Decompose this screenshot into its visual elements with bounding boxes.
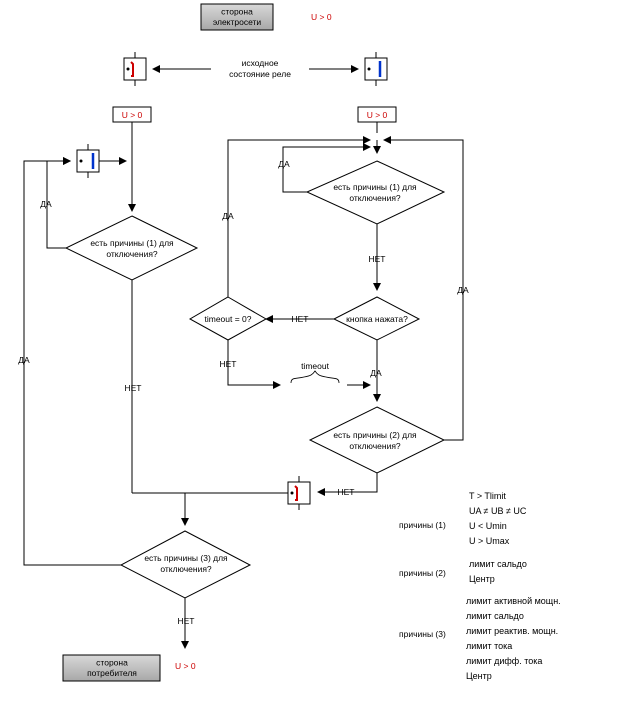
decision-bottom-reasons3: есть причины (3) для отключения?	[119, 530, 252, 599]
legend-r2-item: лимит сальдо	[469, 559, 527, 569]
legend-r3-item: лимит тока	[466, 641, 512, 651]
reasons2-yes-label: ДА	[457, 285, 469, 295]
right-voltage-text: U > 0	[367, 110, 388, 120]
decision-right-reasons2: есть причины (2) для отключения?	[308, 406, 446, 474]
timeout-no-arrow	[227, 340, 281, 389]
decision-left-reasons1: есть причины (1) для отключения?	[64, 215, 199, 281]
left-to-bottom-connector	[132, 492, 189, 526]
button-no-label: НЕТ	[292, 314, 309, 324]
left-voltage-text: U > 0	[122, 110, 143, 120]
right-yes-label: ДА	[278, 159, 290, 169]
legend-r1-item: T > Tlimit	[469, 491, 506, 501]
reasons2-yes-loop	[383, 136, 464, 441]
decision-bottom-line2: отключения?	[160, 564, 212, 574]
decision-button-text: кнопка нажата?	[346, 314, 408, 324]
initial-state-line2: состояние реле	[229, 69, 291, 79]
timeout-yes-label: ДА	[222, 211, 234, 221]
decision-right-reasons2-line1: есть причины (2) для	[333, 430, 417, 440]
relay-open-right-icon	[287, 476, 311, 510]
consumer-voltage-label: U > 0	[175, 661, 196, 671]
legend-r1-item: UA ≠ UB ≠ UC	[469, 506, 527, 516]
reasons2-no-arrow	[317, 473, 378, 496]
legend-r3-item: лимит дифф. тока	[466, 656, 542, 666]
decision-right-reasons1: есть причины (1) для отключения?	[305, 160, 446, 225]
legend-r2-label: причины (2)	[399, 568, 446, 578]
decision-left-reasons1-line2: отключения?	[106, 249, 158, 259]
relay-closed-icon	[364, 52, 388, 86]
relay-open-icon	[123, 52, 147, 86]
timeout-delay-text: timeout	[301, 361, 330, 371]
legend-r1-label: причины (1)	[399, 520, 446, 530]
decision-button-pressed: кнопка нажата?	[332, 296, 421, 341]
legend-r1-item: U < Umin	[469, 521, 507, 531]
bottom-yes-label: ДА	[18, 355, 30, 365]
grid-side-line2: электросети	[213, 17, 262, 27]
legend-r3-item: лимит активной мощн.	[466, 596, 561, 606]
consumer-side-line1: сторона	[96, 658, 128, 668]
grid-side-line1: сторона	[221, 7, 253, 17]
consumer-side-box: сторона потребителя	[62, 654, 161, 682]
decision-timeout-text: timeout = 0?	[204, 314, 251, 324]
legend-r3-label: причины (3)	[399, 629, 446, 639]
legend-r3-item: лимит реактив. мощн.	[466, 626, 558, 636]
decision-right-reasons1-line1: есть причины (1) для	[333, 182, 417, 192]
legend-r3-item: лимит сальдо	[466, 611, 524, 621]
grid-voltage-label: U > 0	[311, 12, 332, 22]
timeout-yes-loop	[227, 136, 371, 297]
timeout-no-label: НЕТ	[220, 359, 237, 369]
left-voltage-box: U > 0	[112, 106, 152, 123]
button-yes-label: ДА	[370, 368, 382, 378]
bottom-yes-loop	[23, 157, 121, 566]
decision-timeout: timeout = 0?	[188, 296, 268, 341]
right-yes-loop	[282, 143, 371, 193]
grid-side-box: сторона электросети	[200, 3, 274, 31]
relay-closed-left-icon	[76, 144, 100, 178]
decision-bottom-line1: есть причины (3) для	[144, 553, 228, 563]
legend-r2-item: Центр	[469, 574, 495, 584]
left-yes-label: ДА	[40, 199, 52, 209]
left-no-label: НЕТ	[125, 383, 142, 393]
legend: причины (1) T > Tlimit UA ≠ UB ≠ UC U < …	[399, 491, 561, 681]
right-voltage-box: U > 0	[357, 106, 397, 123]
legend-r1-item: U > Umax	[469, 536, 510, 546]
decision-right-reasons2-line2: отключения?	[349, 441, 401, 451]
bottom-no-label: НЕТ	[178, 616, 195, 626]
consumer-side-line2: потребителя	[87, 668, 137, 678]
reasons2-no-label: НЕТ	[338, 487, 355, 497]
decision-right-reasons1-line2: отключения?	[349, 193, 401, 203]
right-no-label: НЕТ	[369, 254, 386, 264]
timeout-delay-brace: timeout	[290, 361, 340, 384]
initial-state-line1: исходное	[242, 58, 279, 68]
decision-left-reasons1-line1: есть причины (1) для	[90, 238, 174, 248]
legend-r3-item: Центр	[466, 671, 492, 681]
